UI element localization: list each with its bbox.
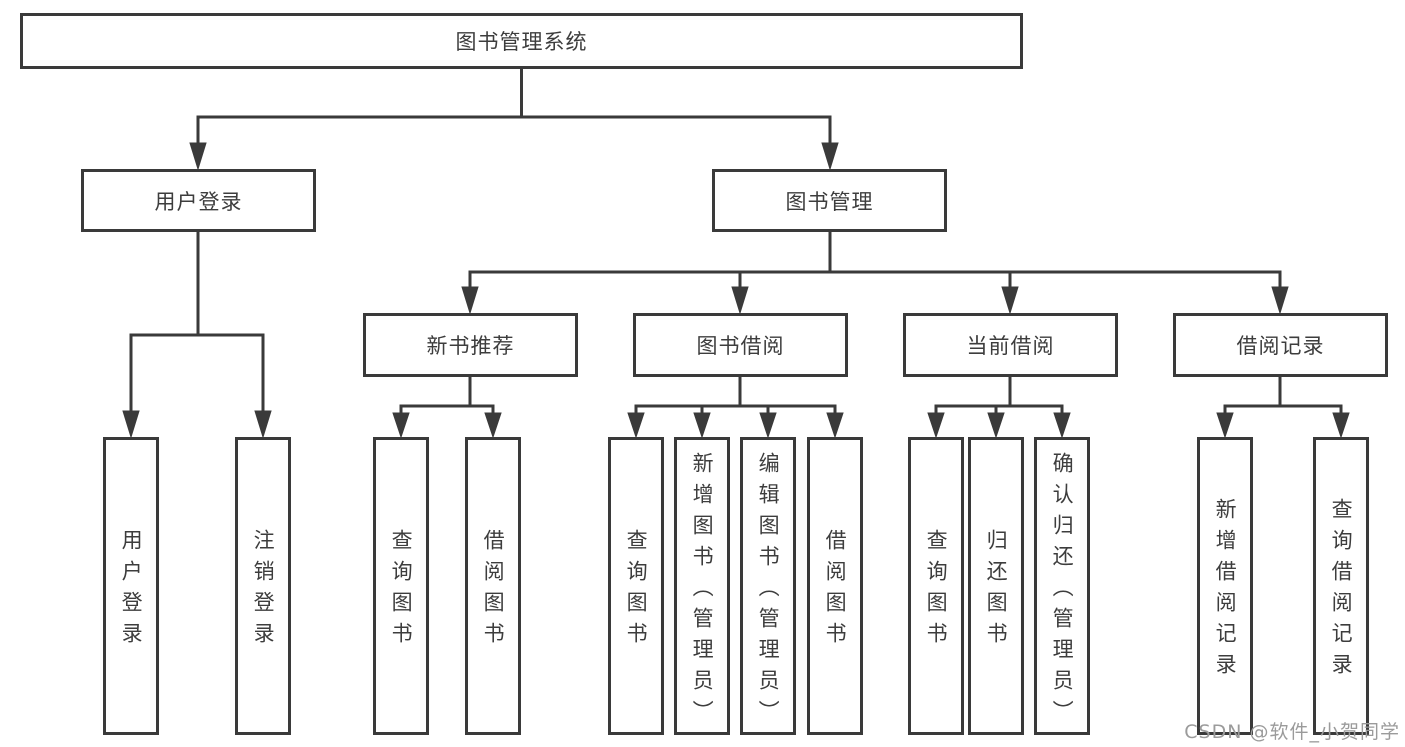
arrow-down-icon	[987, 412, 1005, 439]
arrow-down-icon	[392, 412, 410, 439]
node-label: 新增图书（管理员）	[690, 451, 715, 731]
node-label: 注销登录	[251, 529, 276, 653]
node-add-borrow-record: 新增借阅记录	[1197, 437, 1253, 735]
arrow-down-icon	[122, 410, 140, 439]
arrow-down-icon	[731, 286, 749, 315]
node-user-login-leaf: 用户登录	[103, 437, 159, 735]
node-label: 借阅图书	[823, 529, 848, 653]
node-query-books-current: 查询图书	[908, 437, 964, 735]
node-label: 查询图书	[624, 529, 649, 653]
node-logout: 注销登录	[235, 437, 291, 735]
arrow-down-icon	[927, 412, 945, 439]
arrow-down-icon	[759, 412, 777, 439]
node-label: 新增借阅记录	[1213, 498, 1238, 684]
node-return-book: 归还图书	[968, 437, 1024, 735]
node-label: 用户登录	[119, 529, 144, 653]
node-query-books-recommend: 查询图书	[373, 437, 429, 735]
arrow-down-icon	[1271, 286, 1289, 315]
arrow-down-icon	[627, 412, 645, 439]
node-confirm-return-admin: 确认归还（管理员）	[1034, 437, 1090, 735]
arrow-down-icon	[189, 142, 207, 171]
node-label: 编辑图书（管理员）	[756, 451, 781, 731]
node-query-books-borrow: 查询图书	[608, 437, 664, 735]
node-query-borrow-record: 查询借阅记录	[1313, 437, 1369, 735]
arrow-down-icon	[1332, 412, 1350, 439]
node-borrow-books-recommend: 借阅图书	[465, 437, 521, 735]
node-add-book-admin: 新增图书（管理员）	[674, 437, 730, 735]
node-book-management: 图书管理	[712, 169, 947, 232]
arrow-down-icon	[821, 142, 839, 171]
node-label: 确认归还（管理员）	[1050, 451, 1075, 731]
arrow-down-icon	[826, 412, 844, 439]
watermark: CSDN @软件_小贺同学	[1184, 721, 1400, 743]
arrow-down-icon	[254, 410, 272, 439]
node-borrow-books-leaf: 借阅图书	[807, 437, 863, 735]
node-new-book-recommend: 新书推荐	[363, 313, 578, 377]
arrow-down-icon	[693, 412, 711, 439]
arrow-down-icon	[1216, 412, 1234, 439]
node-borrow-records: 借阅记录	[1173, 313, 1388, 377]
node-current-borrow: 当前借阅	[903, 313, 1118, 377]
arrow-down-icon	[484, 412, 502, 439]
node-label: 借阅图书	[481, 529, 506, 653]
node-book-borrow: 图书借阅	[633, 313, 848, 377]
node-label: 查询图书	[924, 529, 949, 653]
node-label: 查询借阅记录	[1329, 498, 1354, 684]
arrow-down-icon	[461, 286, 479, 315]
arrow-down-icon	[1053, 412, 1071, 439]
node-label: 归还图书	[984, 529, 1009, 653]
node-label: 查询图书	[389, 529, 414, 653]
node-library-management-system: 图书管理系统	[20, 13, 1023, 69]
node-edit-book-admin: 编辑图书（管理员）	[740, 437, 796, 735]
arrow-down-icon	[1001, 286, 1019, 315]
node-user-login: 用户登录	[81, 169, 316, 232]
